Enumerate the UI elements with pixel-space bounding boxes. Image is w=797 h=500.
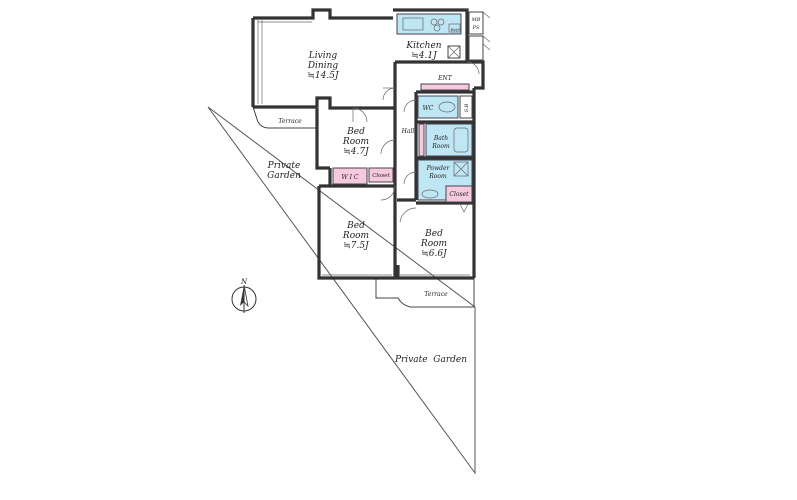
kitchen-counter (396, 13, 462, 35)
bedroom-1-label: Bed Room ≒4.7J (342, 127, 370, 157)
private-garden-bottom-label: Private Garden (394, 355, 467, 365)
svg-text:Dining: Dining (307, 61, 339, 71)
bedroom-3-label: Bed Room ≒6.6J (420, 229, 448, 259)
svg-text:≒4.7J: ≒4.7J (343, 147, 370, 157)
svg-text:≒4.1J: ≒4.1J (411, 51, 438, 61)
svg-text:≒14.5J: ≒14.5J (307, 71, 340, 81)
bedroom-2-label: Bed Room ≒7.5J (342, 221, 370, 251)
inner-walls (319, 90, 474, 278)
svg-text:Bed: Bed (346, 221, 365, 231)
svg-text:Garden: Garden (267, 171, 301, 181)
hall-label: Hall (401, 128, 415, 135)
kitchen-duct (447, 45, 461, 59)
shoe-box-label: S.B (464, 103, 470, 112)
entrance-label: ENT (437, 75, 453, 82)
windows (257, 20, 470, 276)
bath-room (425, 123, 473, 157)
powder-label-2: Room (428, 173, 447, 180)
refrigerator-label: Refr (450, 27, 461, 32)
svg-text:Private: Private (267, 161, 301, 171)
terrace-bottom-label: Terrace (424, 291, 448, 298)
outer-walls (251, 8, 485, 280)
closet-wic (368, 167, 394, 183)
wic-room (332, 167, 368, 185)
svg-text:Room: Room (342, 231, 369, 241)
closet-wic-label: Closet (372, 173, 390, 179)
terrace-bottom (375, 277, 475, 308)
private-garden-area (207, 106, 476, 475)
north-arrow-icon (231, 284, 257, 313)
svg-text:≒6.6J: ≒6.6J (421, 249, 448, 259)
svg-text:Living: Living (308, 51, 338, 61)
closet-powder (445, 185, 473, 203)
kitchen-label: Kitchen ≒4.1J (405, 41, 441, 61)
north-label: N (240, 278, 248, 286)
wc-room (417, 95, 459, 119)
ps-label: PS (472, 25, 480, 31)
svg-text:≒7.5J: ≒7.5J (343, 241, 370, 251)
closet-powder-label: Closet (449, 191, 469, 198)
svg-text:Room: Room (342, 137, 369, 147)
svg-text:Bed: Bed (346, 127, 365, 137)
wic-label: W I C (342, 174, 359, 181)
mb-ps-box (468, 11, 484, 35)
living-dining-label: Living Dining ≒14.5J (307, 51, 340, 81)
bath-label-2: Room (431, 143, 450, 150)
hall-shelf (418, 123, 425, 157)
storage-box (468, 35, 484, 61)
terrace-top (252, 106, 319, 129)
shoe-box (459, 95, 473, 119)
svg-text:Bed: Bed (424, 229, 443, 239)
private-garden-left-label: Private Garden (267, 161, 301, 181)
bath-label-1: Bath (433, 135, 448, 142)
wc-label: WC (423, 105, 434, 112)
entrance-step (420, 83, 470, 91)
svg-text:Kitchen: Kitchen (405, 41, 441, 51)
door-swings (352, 61, 480, 223)
svg-text:Room: Room (420, 239, 447, 249)
powder-label-1: Powder (426, 165, 451, 172)
terrace-top-label: Terrace (278, 118, 302, 125)
mb-label: MB (471, 17, 481, 23)
